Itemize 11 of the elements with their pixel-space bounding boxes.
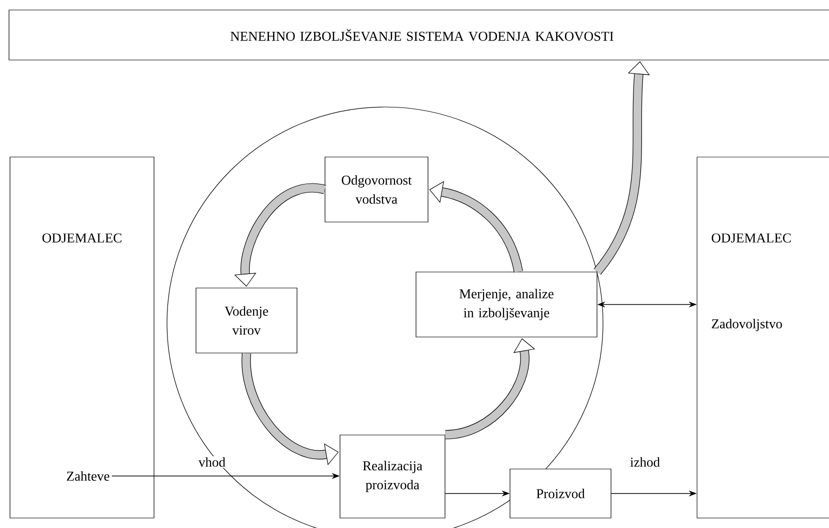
process-box: Odgovornost vodstva: [324, 156, 428, 222]
title-box: NENEHNO IZBOLJŠEVANJE SISTEMA VODENJA KAKOVOSTI: [8, 10, 829, 60]
process-box: Merjenje, analize in izboljševanje: [416, 272, 598, 338]
edge-label: vhod: [198, 456, 226, 468]
customer-box: ODJEMALEC Zadovoljstvo: [696, 156, 829, 518]
edge-label: izhod: [629, 456, 661, 468]
process-box: Realizacija proizvoda: [340, 434, 446, 518]
process-box: Proizvod: [510, 468, 612, 518]
process-box: Vodenje virov: [196, 288, 298, 354]
input-text: Zahteve: [66, 471, 110, 481]
block-arrow: [429, 181, 523, 273]
